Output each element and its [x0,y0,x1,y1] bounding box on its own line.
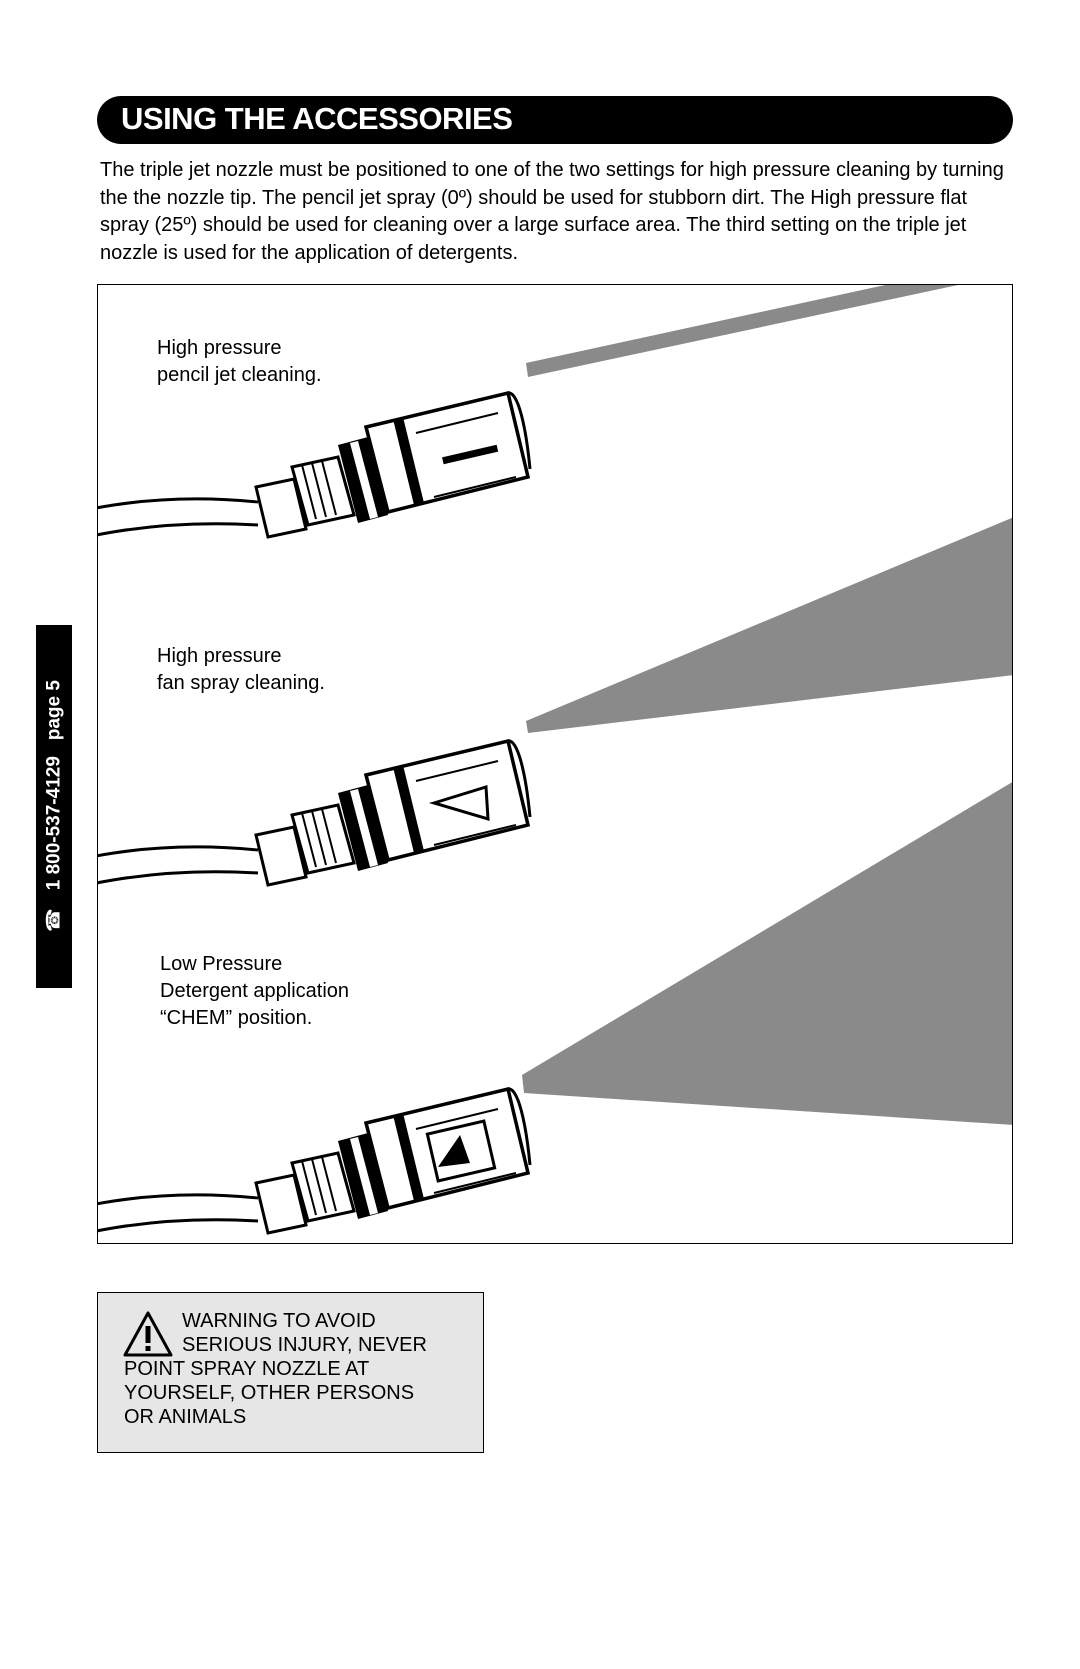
side-tab: ☎ 1 800-537-4129 page 5 [36,625,72,988]
nozzle-illustration [98,285,1012,1243]
nozzle-fan-spray [98,739,532,919]
warning-line-2: SERIOUS INJURY, NEVER [182,1334,427,1356]
warning-line-4: YOURSELF, OTHER PERSONS [124,1382,415,1404]
nozzle-pencil-jet [98,391,532,571]
warning-box: WARNING TO AVOID SERIOUS INJURY, NEVER P… [97,1292,484,1453]
detergent-spray [522,782,1012,1125]
nozzle-figure: High pressure pencil jet cleaning. High … [97,284,1013,1244]
fan-spray [526,517,1012,733]
title-bar: USING THE ACCESSORIES [97,96,1013,144]
nozzle-2-label: High pressure fan spray cleaning. [157,643,325,697]
telephone-icon: ☎ [43,908,65,932]
phone-page-label: 1 800-537-4129 page 5 [43,680,65,891]
nozzle-3-label-line1: Low Pressure [160,953,283,975]
nozzle-2-label-line2: fan spray cleaning. [157,672,325,694]
warning-line-3: POINT SPRAY NOZZLE AT [124,1358,370,1380]
side-tab-text: ☎ 1 800-537-4129 page 5 [43,680,66,932]
warning-triangle-icon [123,1311,173,1357]
nozzle-3-label-line3: “CHEM” position. [160,1007,313,1029]
warning-line-1: WARNING TO AVOID [182,1310,376,1332]
nozzle-1-label: High pressure pencil jet cleaning. [157,335,322,389]
nozzle-3-label-line2: Detergent application [160,980,350,1002]
nozzle-2-label-line1: High pressure [157,645,282,667]
nozzle-3-label: Low Pressure Detergent application “CHEM… [160,951,349,1032]
intro-paragraph: The triple jet nozzle must be positioned… [100,159,1004,264]
nozzle-chem [98,1087,532,1243]
nozzle-1-label-line2: pencil jet cleaning. [157,364,322,386]
nozzle-1-label-line1: High pressure [157,337,282,359]
page-title: USING THE ACCESSORIES [121,101,513,136]
pencil-jet-spray [526,285,958,377]
warning-line-5: OR ANIMALS [124,1406,247,1428]
